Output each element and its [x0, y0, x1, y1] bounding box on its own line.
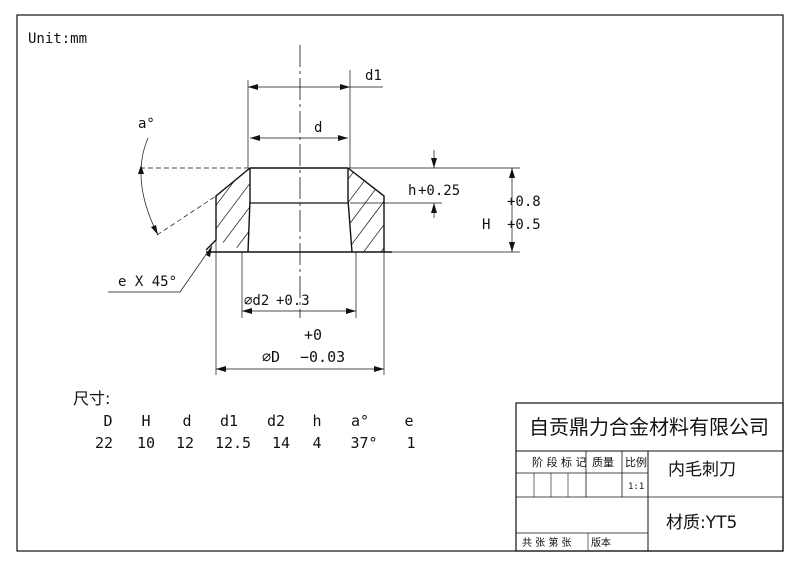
stage-mark-label: 阶 段 标 记	[532, 455, 587, 469]
size-table: 尺寸: D H d d1 d2 h a° e 22 10 12 12.5 14 …	[73, 389, 416, 452]
dim-angle: a°	[138, 116, 250, 236]
d2-label: ∅d2	[244, 293, 269, 309]
title-block: 自贡鼎力合金材料有限公司 阶 段 标 记 质量 比例 1:1 内毛刺刀 材质:Y…	[515, 402, 784, 552]
size-value: 10	[137, 434, 155, 452]
size-header: h	[312, 412, 321, 430]
scale-label: 比例	[625, 455, 647, 469]
dim-D: ∅D +0 −0.03	[215, 240, 385, 375]
dim-H: H +0.8 +0.5	[392, 167, 541, 253]
company-name: 自贡鼎力合金材料有限公司	[529, 415, 769, 439]
size-header: D	[103, 412, 112, 430]
angle-label: a°	[138, 116, 155, 132]
size-value: 37°	[350, 434, 377, 452]
hatch-right	[348, 168, 384, 252]
size-value: 4	[312, 434, 321, 452]
unit-label: Unit:mm	[28, 31, 87, 47]
dim-d: d	[250, 120, 348, 141]
h-label: h	[408, 183, 416, 199]
version-label: 版本	[591, 536, 611, 549]
H-label: H	[482, 217, 490, 233]
weight-label: 质量	[592, 456, 614, 469]
size-header: e	[404, 412, 413, 430]
size-value: 12	[176, 434, 194, 452]
D-tolerance-upper: +0	[304, 326, 322, 344]
hatch-left	[216, 168, 250, 252]
H-tolerance-lower: +0.5	[507, 217, 541, 233]
size-value: 14	[272, 434, 290, 452]
size-header: d1	[220, 412, 238, 430]
d-label: d	[314, 120, 322, 136]
d1-label: d1	[365, 68, 382, 84]
sheet-border	[16, 14, 784, 552]
dim-h: h +0.25	[348, 150, 460, 218]
D-label: ∅D	[262, 348, 280, 366]
H-tolerance-upper: +0.8	[507, 194, 541, 210]
size-table-title: 尺寸:	[73, 389, 110, 408]
h-tolerance: +0.25	[418, 183, 460, 199]
size-value: 12.5	[215, 434, 251, 452]
size-value: 1	[406, 434, 415, 452]
dim-chamfer: e X 45°	[108, 245, 213, 293]
chamfer-label: e X 45°	[118, 274, 177, 290]
size-value: 22	[95, 434, 113, 452]
sheet-count-label: 共 张 第 张	[522, 536, 572, 549]
size-header: d2	[267, 412, 285, 430]
material-label: 材质:YT5	[666, 513, 737, 533]
size-header: H	[141, 412, 150, 430]
scale-value: 1:1	[628, 482, 644, 492]
size-header: d	[182, 412, 191, 430]
size-header: a°	[351, 412, 369, 430]
dim-d1: d1	[247, 68, 383, 168]
d2-tolerance: +0.3	[276, 293, 310, 309]
part-name: 内毛刺刀	[668, 460, 736, 480]
D-tolerance-lower: −0.03	[300, 348, 345, 366]
dim-d2: ∅d2 +0.3	[241, 252, 357, 318]
